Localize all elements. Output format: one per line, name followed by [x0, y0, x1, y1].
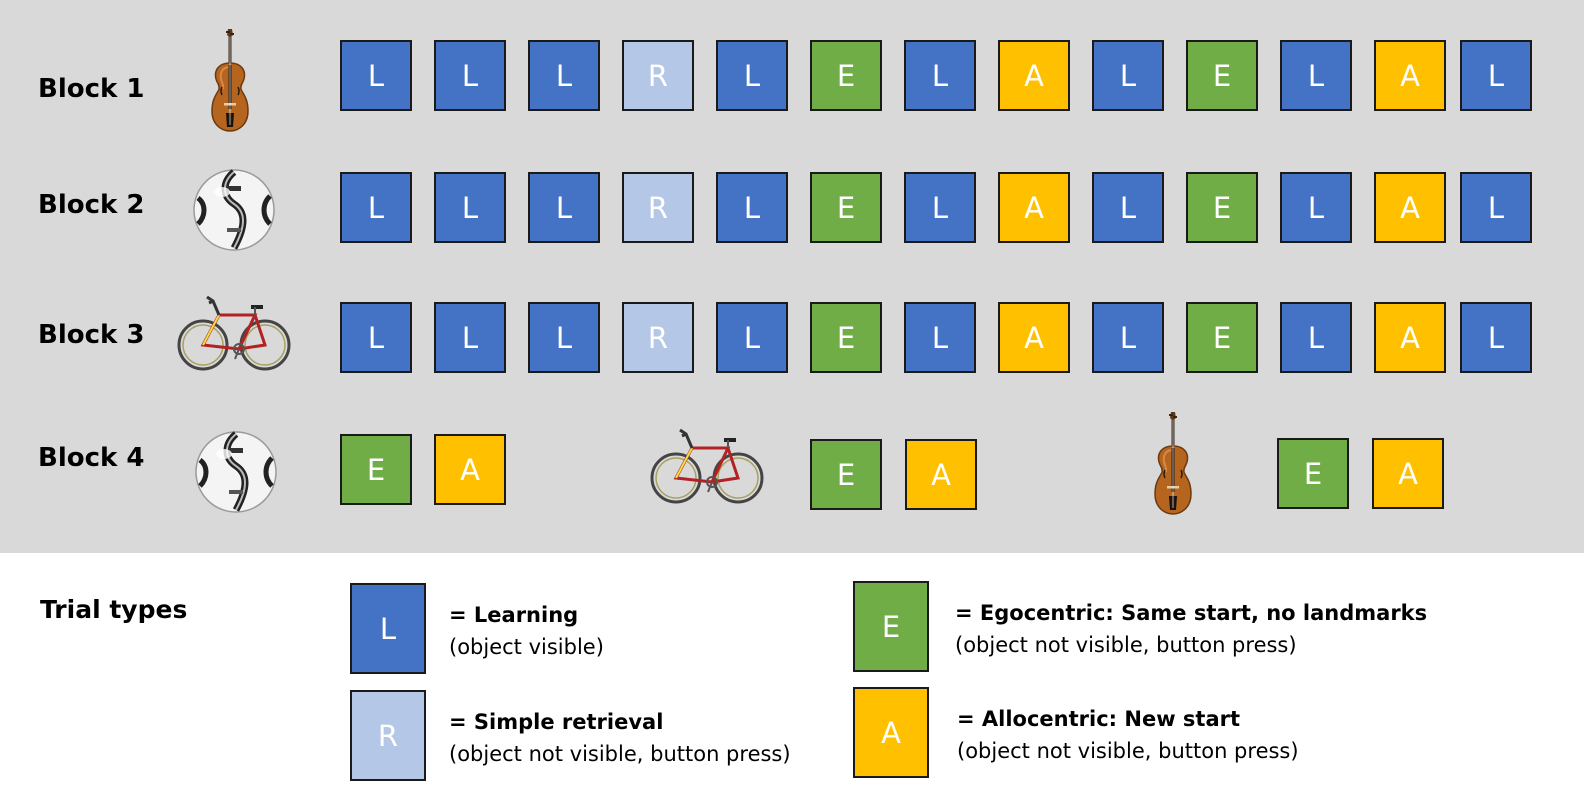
trial-box-e: E	[1186, 302, 1258, 373]
trial-box-l: L	[1460, 40, 1532, 111]
legend-letter: L	[379, 611, 397, 646]
trial-box-e: E	[1277, 438, 1349, 509]
legend-box-allocentric: A	[853, 687, 929, 778]
legend-box-egocentric: E	[853, 581, 929, 672]
trial-box-l: L	[434, 302, 506, 373]
bicycle-icon	[650, 428, 764, 504]
legend-allocentric: = Allocentric: New start (object not vis…	[957, 703, 1299, 767]
trial-box-r: R	[622, 172, 694, 243]
trial-box-l: L	[904, 172, 976, 243]
trial-box-e: E	[810, 439, 882, 510]
legend-name: = Simple retrieval	[449, 710, 664, 734]
trial-box-a: A	[1374, 172, 1446, 243]
trial-box-l: L	[1092, 302, 1164, 373]
trial-box-l: L	[1280, 40, 1352, 111]
trial-box-l: L	[904, 40, 976, 111]
trial-box-l: L	[528, 172, 600, 243]
legend-desc: (object not visible, button press)	[955, 633, 1297, 657]
trial-box-l: L	[340, 172, 412, 243]
trial-box-l: L	[528, 40, 600, 111]
legend-retrieval: = Simple retrieval (object not visible, …	[449, 706, 791, 770]
trial-box-l: L	[1280, 302, 1352, 373]
trial-box-l: L	[1092, 172, 1164, 243]
block-4-label: Block 4	[38, 443, 145, 473]
trial-box-a: A	[1374, 40, 1446, 111]
trial-box-a: A	[998, 172, 1070, 243]
trial-box-l: L	[434, 40, 506, 111]
trial-box-l: L	[716, 302, 788, 373]
trial-box-l: L	[904, 302, 976, 373]
trial-box-e: E	[810, 40, 882, 111]
legend-letter: E	[881, 609, 901, 644]
bicycle-icon	[177, 295, 291, 371]
trial-box-e: E	[340, 434, 412, 505]
block-2-label: Block 2	[38, 190, 145, 220]
violin-icon	[211, 29, 249, 132]
legend-desc: (object not visible, button press)	[449, 742, 791, 766]
trial-box-l: L	[434, 172, 506, 243]
soccer-ball-icon	[195, 431, 277, 513]
soccer-ball-icon	[193, 169, 275, 251]
trial-box-a: A	[905, 439, 977, 510]
trial-box-e: E	[810, 302, 882, 373]
trial-box-a: A	[434, 434, 506, 505]
legend-box-learning: L	[350, 583, 426, 674]
block-1-label: Block 1	[38, 74, 145, 104]
legend-learning: = Learning (object visible)	[449, 599, 604, 663]
trial-box-a: A	[1374, 302, 1446, 373]
trial-box-l: L	[1460, 302, 1532, 373]
trial-box-a: A	[998, 302, 1070, 373]
legend-letter: A	[881, 715, 901, 750]
trial-box-e: E	[1186, 40, 1258, 111]
trial-box-l: L	[1092, 40, 1164, 111]
trial-box-a: A	[998, 40, 1070, 111]
legend-name: = Allocentric: New start	[957, 707, 1241, 731]
trial-box-l: L	[1460, 172, 1532, 243]
legend-title: Trial types	[40, 595, 188, 624]
legend-desc: (object not visible, button press)	[957, 739, 1299, 763]
trial-box-r: R	[622, 40, 694, 111]
trial-box-l: L	[340, 302, 412, 373]
trial-box-e: E	[810, 172, 882, 243]
legend-egocentric: = Egocentric: Same start, no landmarks (…	[955, 597, 1427, 661]
legend-letter: R	[377, 718, 399, 753]
trial-box-l: L	[716, 40, 788, 111]
trial-box-r: R	[622, 302, 694, 373]
block-3-label: Block 3	[38, 320, 145, 350]
legend-desc: (object visible)	[449, 635, 604, 659]
violin-icon	[1154, 412, 1192, 515]
trial-box-e: E	[1186, 172, 1258, 243]
legend-name: = Egocentric: Same start, no landmarks	[955, 601, 1428, 625]
trial-box-l: L	[1280, 172, 1352, 243]
legend-box-retrieval: R	[350, 690, 426, 781]
trial-box-l: L	[716, 172, 788, 243]
legend-name: = Learning	[449, 603, 579, 627]
trial-box-a: A	[1372, 438, 1444, 509]
trial-box-l: L	[528, 302, 600, 373]
trial-box-l: L	[340, 40, 412, 111]
